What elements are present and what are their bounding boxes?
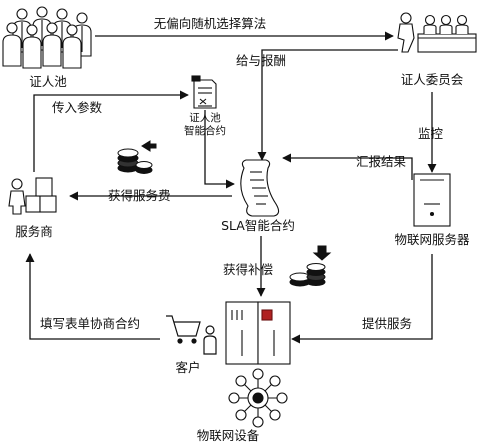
scroll-contract-icon <box>240 159 280 217</box>
edge-report-result <box>282 153 413 180</box>
label-monitor: 监控 <box>418 126 444 141</box>
sla-contract-label: SLA智能合约 <box>221 218 295 233</box>
edge-fill-form <box>25 253 160 340</box>
label-pass-params: 传入参数 <box>52 100 103 115</box>
pool-contract-label-line1: 证人池 <box>189 111 221 124</box>
iot-server-label: 物联网服务器 <box>394 232 470 247</box>
person-boxes-icon <box>8 177 57 215</box>
edge-pass-params <box>33 90 189 172</box>
iot-device-label: 物联网设备 <box>197 428 260 443</box>
committee-label: 证人委员会 <box>401 72 464 87</box>
pool-contract-label-line2: 智能合约 <box>184 124 226 137</box>
customer-label: 客户 <box>175 360 200 375</box>
label-get-fee: 获得服务费 <box>108 188 171 203</box>
label-fill-form: 填写表单协商合约 <box>40 316 140 331</box>
provider-label: 服务商 <box>15 224 53 239</box>
coin-stack-out-icon <box>117 140 157 174</box>
edges <box>25 31 437 344</box>
label-provide-service: 提供服务 <box>362 316 412 331</box>
label-give-reward: 给与报酬 <box>236 53 286 68</box>
edge-give-reward <box>257 49 398 161</box>
label-get-compensation: 获得补偿 <box>223 262 273 277</box>
committee-icon <box>397 12 477 53</box>
coin-stack-in-icon <box>289 245 332 287</box>
server-rack-icon <box>225 301 291 365</box>
edge-provide-service <box>291 254 433 344</box>
label-unbiased-select: 无偏向随机选择算法 <box>154 16 267 31</box>
label-report-result: 汇报结果 <box>356 154 407 169</box>
contract-document-icon <box>191 75 217 109</box>
network-hub-icon <box>228 368 288 428</box>
server-tower-icon <box>413 173 451 227</box>
people-group-icon <box>2 6 92 69</box>
witness-pool-label: 证人池 <box>29 74 67 89</box>
edge-labels: 无偏向随机选择算法 给与报酬 传入参数 监控 汇报结果 获得服务费 获得补偿 填… <box>40 16 444 331</box>
edge-pool-to-sla <box>204 110 235 189</box>
shopping-cart-icon <box>166 315 217 355</box>
